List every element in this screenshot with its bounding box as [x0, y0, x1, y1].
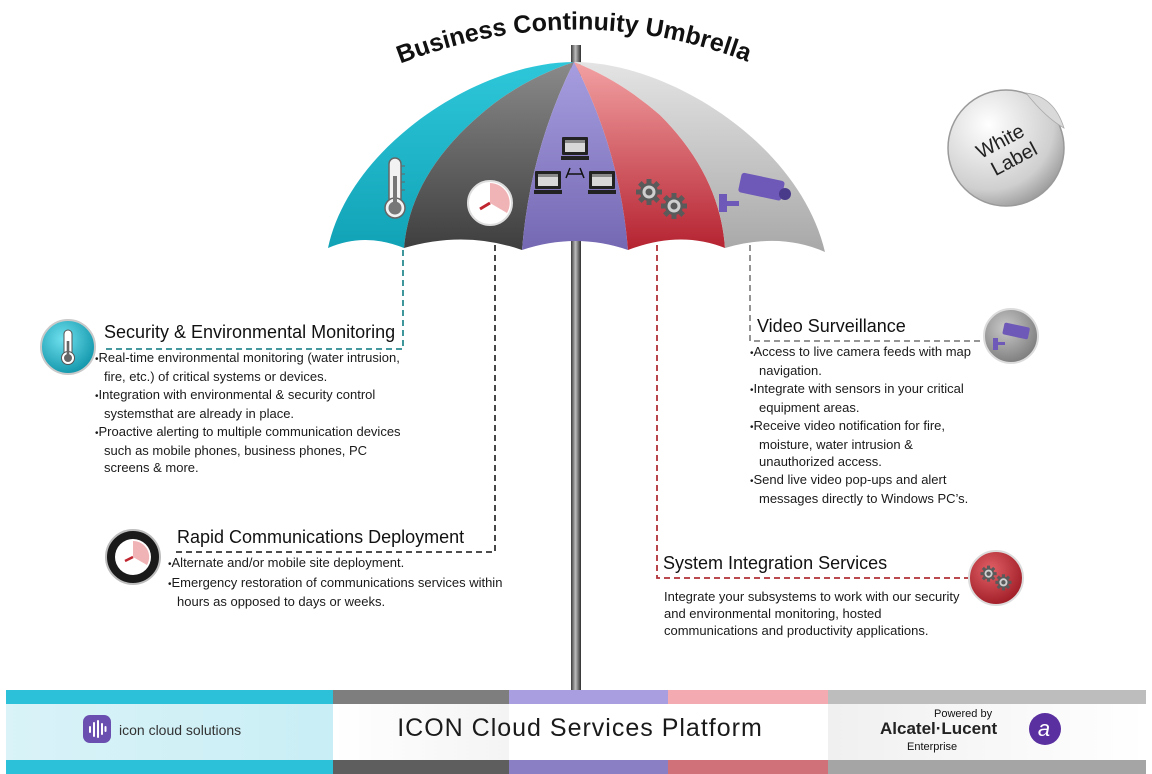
- icon-cloud-logo: [83, 715, 111, 743]
- platform-title: ICON Cloud Services Platform: [397, 714, 763, 742]
- canopy-panel-light: [574, 62, 825, 252]
- video-surveillance-section: Video Surveillance Access to live camera…: [750, 316, 990, 508]
- umbrella-shaft: [571, 45, 581, 690]
- connector-video: [749, 245, 985, 342]
- canopy-panel-red: [574, 62, 725, 250]
- security-title: Security & Environmental Monitoring: [104, 322, 396, 342]
- rapid-title: Rapid Communications Deployment: [177, 527, 465, 547]
- connector-sysint: [656, 245, 975, 579]
- video-title: Video Surveillance: [757, 316, 906, 336]
- white-label-badge: White Label: [947, 89, 1065, 207]
- security-monitoring-section: Security & Environmental Monitoring Real…: [95, 322, 415, 477]
- rapid-circle-icon: [105, 529, 161, 585]
- video-bullets: Access to live camera feeds with map nav…: [750, 343, 990, 507]
- list-item: Send live video pop-ups and alert messag…: [750, 471, 990, 507]
- list-item: Receive video notification for fire, moi…: [750, 417, 990, 470]
- list-item: Proactive alerting to multiple communica…: [95, 423, 415, 476]
- partner-name: Alcatel·Lucent: [880, 719, 998, 738]
- clock-icon: [467, 180, 513, 226]
- security-circle-icon: [40, 319, 96, 375]
- video-circle-icon: [983, 308, 1039, 364]
- list-item: Access to live camera feeds with map nav…: [750, 343, 990, 379]
- network-computers-icon: [534, 137, 616, 194]
- rapid-bullets: Alternate and/or mobile site deployment.…: [168, 554, 508, 610]
- list-item: Real-time environmental monitoring (wate…: [95, 349, 415, 385]
- powered-by-label: Powered by: [934, 708, 993, 720]
- connector-security: [106, 250, 404, 350]
- rapid-deployment-section: Rapid Communications Deployment Alternat…: [168, 527, 508, 611]
- list-item: Integrate with sensors in your critical …: [750, 380, 990, 416]
- system-integration-section: System Integration Services Integrate yo…: [655, 553, 975, 639]
- thermometer-icon: [384, 157, 406, 219]
- sysint-text: Integrate your subsystems to work with o…: [664, 589, 960, 638]
- security-camera-icon: [719, 172, 791, 212]
- svg-text:a: a: [1038, 716, 1050, 741]
- list-item: Alternate and/or mobile site deployment.: [168, 554, 508, 573]
- canopy-panel-dark: [404, 62, 574, 250]
- sysint-circle-icon: [968, 550, 1024, 606]
- partner-subtitle: Enterprise: [907, 741, 958, 753]
- list-item: Integration with environmental & securit…: [95, 386, 415, 422]
- connector-rapid: [175, 245, 496, 553]
- alcatel-lucent-logo: a: [1029, 713, 1061, 745]
- list-item: Emergency restoration of communications …: [168, 574, 508, 610]
- footer-bands: [6, 690, 1146, 774]
- security-bullets: Real-time environmental monitoring (wate…: [95, 349, 415, 476]
- sysint-title: System Integration Services: [663, 553, 888, 573]
- icon-cloud-logo-text: icon cloud solutions: [119, 722, 242, 738]
